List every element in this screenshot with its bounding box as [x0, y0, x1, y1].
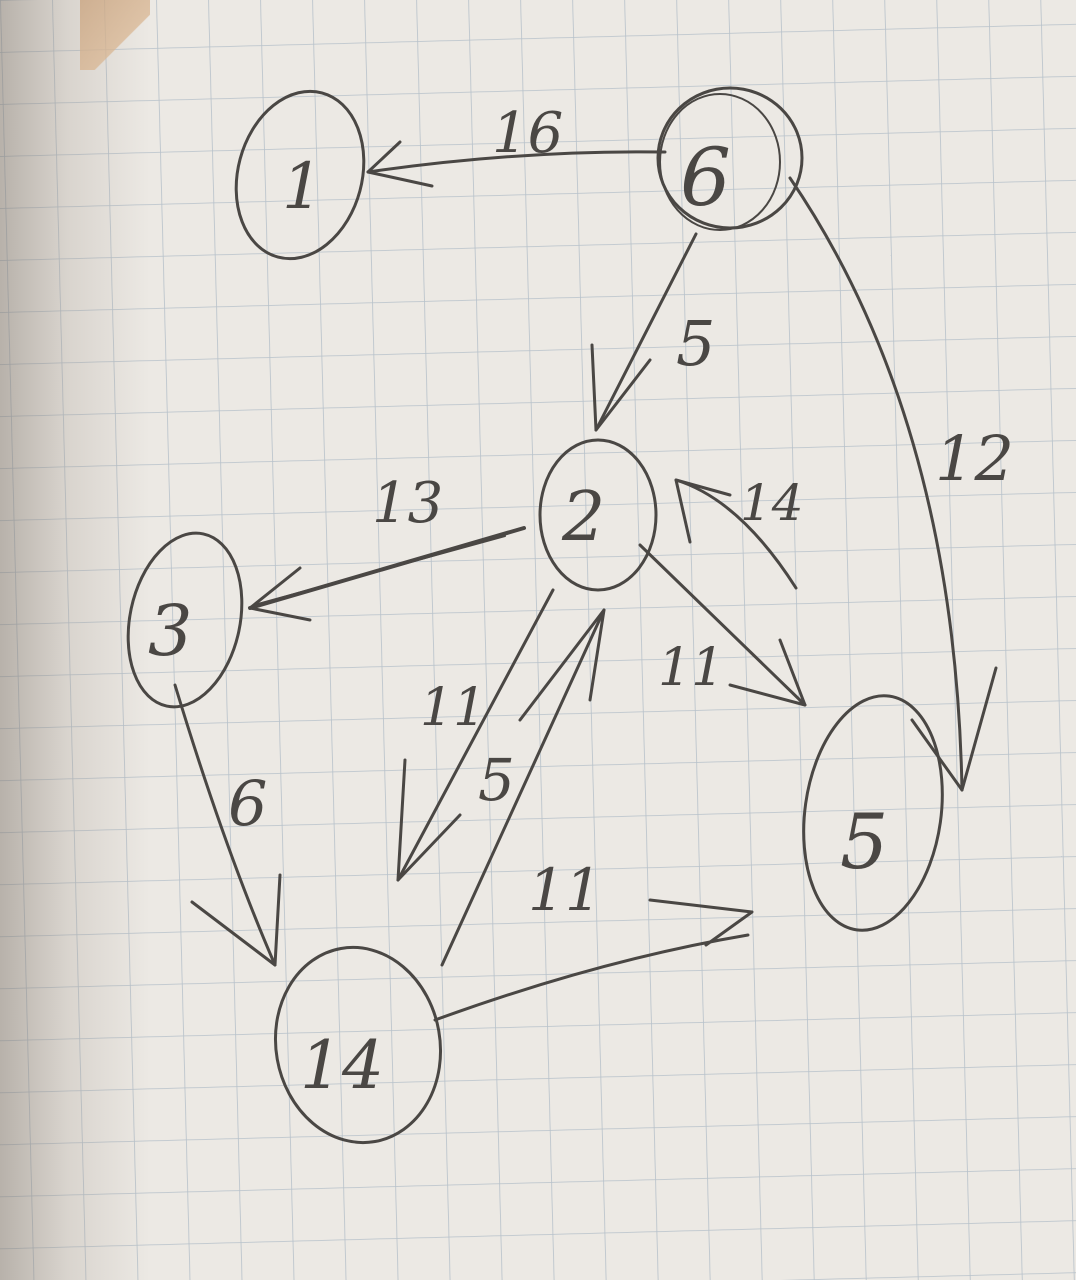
- edge-6-to-1: 16: [366, 101, 667, 188]
- edge-2-to-3: 13: [248, 471, 526, 622]
- node-label: 1: [282, 150, 323, 224]
- edge-weight: 11: [528, 856, 602, 924]
- edge-5-to-2: 14: [674, 474, 804, 590]
- edge-weight: 14: [740, 474, 804, 532]
- node-label: 5: [840, 797, 888, 886]
- edge-3-to-14: 6: [173, 683, 282, 967]
- edge-6-to-2: 5: [590, 232, 715, 432]
- edge-weight: 6: [228, 767, 267, 840]
- edge-weight: 11: [420, 678, 486, 738]
- node-label: 14: [300, 1027, 384, 1104]
- page-corner: [80, 0, 150, 70]
- edge-2-to-5: 11: [638, 543, 807, 707]
- edge-2-to-14: 11: [396, 588, 555, 882]
- node-14: 14: [273, 945, 443, 1145]
- edge-14-to-5: 11: [433, 856, 754, 1022]
- edge-weight: 16: [492, 101, 563, 166]
- node-5: 5: [802, 694, 944, 932]
- node-2: 2: [538, 438, 658, 592]
- edge-weight: 11: [658, 638, 724, 698]
- edge-weight: 13: [372, 471, 443, 536]
- edge-14-to-2: 5: [440, 608, 606, 967]
- edge-6-to-5: 12: [788, 176, 1014, 792]
- edge-weight: 5: [676, 307, 715, 380]
- edge-weight: 5: [478, 746, 515, 814]
- node-1: 1: [234, 89, 366, 261]
- node-3: 3: [126, 531, 244, 709]
- node-label: 2: [561, 478, 605, 557]
- edge-weight: 12: [935, 422, 1014, 495]
- node-label: 3: [148, 590, 193, 672]
- node-6: 6: [656, 86, 804, 231]
- node-label: 6: [680, 131, 731, 224]
